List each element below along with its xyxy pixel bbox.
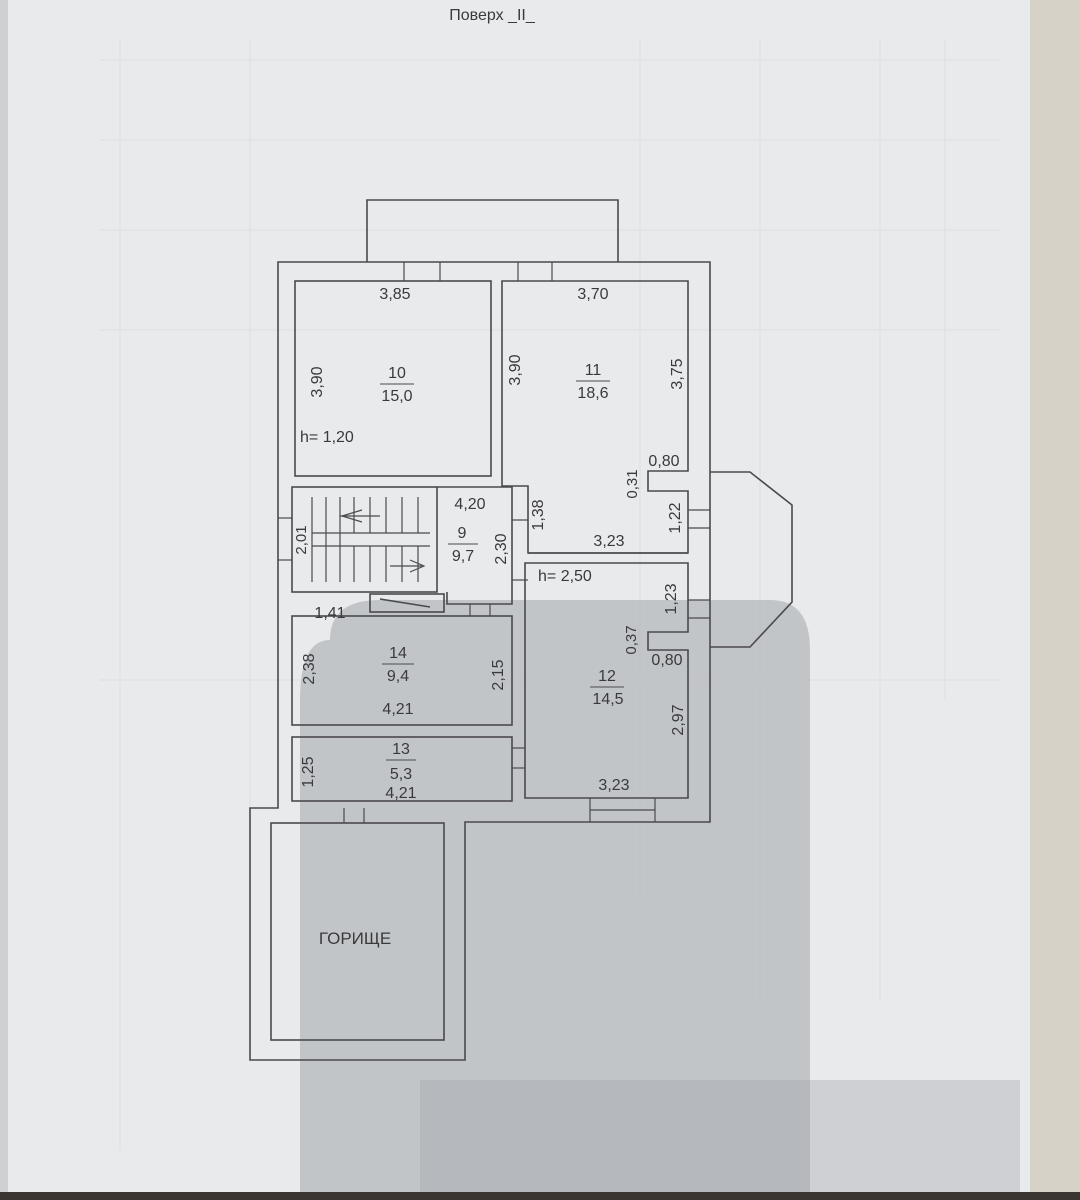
- room-11-inner-segment: 1,38: [530, 499, 547, 530]
- stair-treads: [311, 497, 430, 582]
- room-14-number: 14: [389, 645, 407, 662]
- phone-shadow: [300, 600, 810, 1200]
- room-11-width: 3,70: [577, 286, 608, 303]
- room-11-number: 11: [585, 362, 602, 379]
- room-14-right-height: 2,15: [490, 659, 507, 690]
- faint-grid: [100, 40, 1000, 1150]
- room-9-stair-depth: 2,01: [293, 525, 310, 554]
- room-10-height: 3,90: [309, 366, 326, 397]
- attic-room: [270, 822, 445, 1041]
- room-11-niche-width: 0,80: [648, 453, 679, 470]
- room-13: [291, 736, 513, 802]
- room-14: [291, 615, 513, 726]
- room-12-right-segment: 1,23: [663, 583, 680, 614]
- room-9: [437, 486, 513, 605]
- room-13-height: 1,25: [300, 756, 317, 787]
- room-9-height: 2,30: [493, 533, 510, 564]
- room-10-number: 10: [388, 365, 406, 382]
- room-10: [294, 280, 492, 477]
- room-12-niche-width: 0,80: [651, 652, 682, 669]
- room-12-niche-depth: 0,37: [623, 625, 640, 654]
- room-11-right-segment: 1,22: [667, 502, 684, 533]
- room-14-bottom-width: 4,21: [382, 701, 413, 718]
- room-13-area: 5,3: [390, 766, 412, 783]
- room-12-right-height: 2,97: [670, 704, 687, 735]
- outer-wall: [249, 261, 711, 1061]
- room-9-number: 9: [458, 525, 467, 542]
- room-11-height-left: 3,90: [507, 354, 524, 385]
- room-11: [501, 280, 689, 554]
- bay-window: [710, 471, 793, 648]
- room-13-width: 4,21: [385, 785, 416, 802]
- room-11-niche-depth: 0,31: [624, 469, 641, 498]
- room-12-area: 14,5: [592, 691, 623, 708]
- room-10-ceiling: h= 1,20: [300, 429, 354, 446]
- room-12: [524, 562, 689, 799]
- room-11-bottom-width: 3,23: [593, 533, 624, 550]
- room-9-width: 4,20: [454, 496, 485, 513]
- opening-ticks: [278, 262, 710, 823]
- room-14-left-height: 2,38: [301, 653, 318, 684]
- room-10-area: 15,0: [381, 388, 412, 405]
- room-9-ceiling: h= 2,50: [538, 568, 592, 585]
- balcony: [366, 199, 619, 262]
- stair-block: [291, 486, 438, 593]
- room-13-number: 13: [392, 741, 410, 758]
- room-11-height-right: 3,75: [669, 358, 686, 389]
- room-9-area: 9,7: [452, 548, 474, 565]
- corridor-window: [369, 593, 445, 613]
- room-14-top-width: 1,41: [314, 605, 345, 622]
- room-12-number: 12: [598, 668, 616, 685]
- room-14-area: 9,4: [387, 668, 409, 685]
- room-12-bottom-width: 3,23: [598, 777, 629, 794]
- room-11-area: 18,6: [577, 385, 608, 402]
- floor-title: Поверх _II_: [449, 7, 536, 24]
- room-10-width: 3,85: [379, 286, 410, 303]
- attic-label: ГОРИЩЕ: [319, 929, 391, 948]
